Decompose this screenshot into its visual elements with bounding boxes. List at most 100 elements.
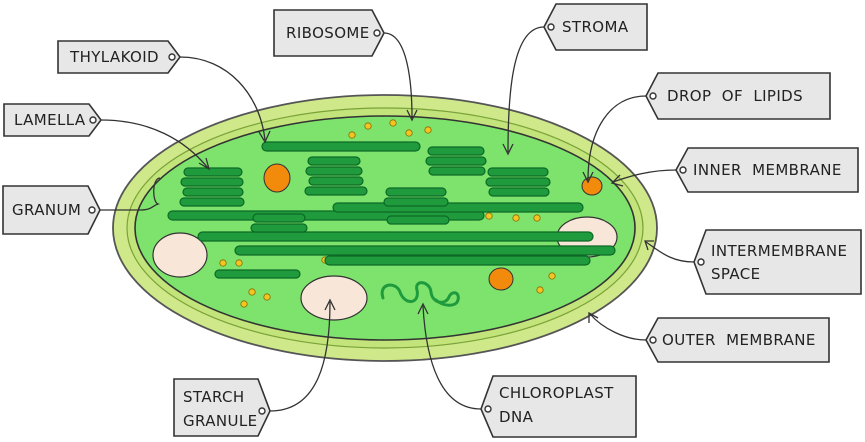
thylakoid-disc [428,166,486,176]
tag-chloroplast-dna: CHLOROPLAST DNA [480,375,637,438]
lipid-drops [263,163,603,291]
grana [179,146,551,233]
granum [485,167,551,197]
granum [425,146,487,176]
leader-granum [99,177,161,211]
tag-shape [675,147,859,193]
lipid-drop [263,163,291,193]
tag-starch-granule: STARCH GRANULE [173,378,271,437]
leader-drop-of-lipids [587,95,647,181]
tag-shape [273,9,385,57]
tag-pin [89,116,97,124]
thylakoid-disc [487,167,549,177]
leader-outer-membrane [589,313,647,341]
arrowhead-chloroplast-dna [417,302,429,315]
tag-pin [679,166,687,174]
thylakoid-disc [308,176,364,186]
label-tags: THYLAKOID LAMELLA GRANUM RIBOSOME STROMA [2,3,862,438]
ribosome-dot [219,259,227,267]
tag-inner-membrane: INNER MEMBRANE [675,147,859,193]
arrowhead-stroma [502,143,514,156]
tag-pin [373,29,381,37]
leader-stroma [507,26,545,153]
ribosome-dot [364,122,372,130]
thylakoid-disc [383,197,449,207]
arrowhead-thylakoid [258,130,271,144]
tag-pin [88,206,96,214]
granum [383,187,450,225]
arrowhead-starch-granule [324,298,336,311]
ribosome-dot [405,129,413,137]
ribosome-dot [348,131,356,139]
label-lamella: LAMELLA [14,111,86,129]
ribosome-dot [424,126,432,134]
ribosome-dot [512,214,520,222]
lamellae [167,141,616,279]
starch-granule [152,232,208,278]
thylakoid-disc [252,213,306,223]
thylakoid-disc [385,187,447,197]
thylakoid-disc [485,177,551,187]
arrowhead-drop-of-lipids [582,171,594,184]
label-stroma: STROMA [562,18,629,36]
leader-thylakoid [179,56,266,141]
tag-shape [543,3,648,51]
tag-thylakoid: THYLAKOID [57,40,181,74]
tag-drop-of-lipids: DROP OF LIPIDS [645,72,831,120]
chloroplast-dna [380,281,460,307]
lipid-drop [581,176,603,196]
tag-outer-membrane: OUTER MEMBRANE [645,317,830,363]
thylakoid-disc [182,187,244,197]
tag-shape [645,317,830,363]
thylakoid-disc [425,156,487,166]
arrowhead-inner-membrane [610,174,624,187]
ribosome-dot [248,288,256,296]
label-dna-line1: CHLOROPLAST [499,384,614,402]
thylakoid-disc [307,156,361,166]
tag-pin [484,405,492,413]
thylakoid-disc [250,223,308,233]
label-inner-membrane: INNER MEMBRANE [693,161,842,179]
ribosome-dot [548,272,556,280]
tag-shape [2,185,101,235]
arrowhead-lamella [198,157,211,171]
tag-pin [697,258,705,266]
tag-shape [57,40,181,74]
tag-lamella: LAMELLA [3,103,102,137]
arrowhead-intermembrane-space [644,240,654,251]
label-outer-membrane: OUTER MEMBRANE [662,331,816,349]
tag-shape [645,72,831,120]
thylakoid-disc [180,177,244,187]
ribosome-dot [240,300,248,308]
tag-intermembrane-space: INTERMEMBRANE SPACE [693,229,862,295]
leader-ribosome [383,32,413,119]
label-intermembrane-line2: SPACE [711,265,761,283]
ribosome-dot [389,119,397,127]
tag-pin [547,23,555,31]
ribosome-dot [533,214,541,222]
tag-ribosome: RIBOSOME [273,9,385,57]
label-granum: GRANUM [12,201,81,219]
label-starch-line1: STARCH [183,388,245,406]
label-ribosome: RIBOSOME [286,24,370,42]
ribosome-dot [536,286,544,294]
tag-shape [480,375,637,438]
ribosome-dot [235,259,243,267]
thylakoid-disc [179,197,245,207]
granum [304,156,368,196]
tag-pin [649,92,657,100]
thylakoid-disc [305,166,363,176]
thylakoid-disc [427,146,485,156]
thylakoid-disc [488,187,550,197]
lamella [324,255,591,266]
label-starch-line2: GRANULE [183,412,258,430]
tag-pin [649,336,657,344]
leader-lamella [100,119,209,169]
label-dna-line2: DNA [499,408,534,426]
tag-shape [3,103,102,137]
leader-chloroplast-dna [422,305,482,410]
tag-shape [173,378,271,437]
ribosome-dot [485,212,493,220]
tag-granum: GRANUM [2,185,101,235]
